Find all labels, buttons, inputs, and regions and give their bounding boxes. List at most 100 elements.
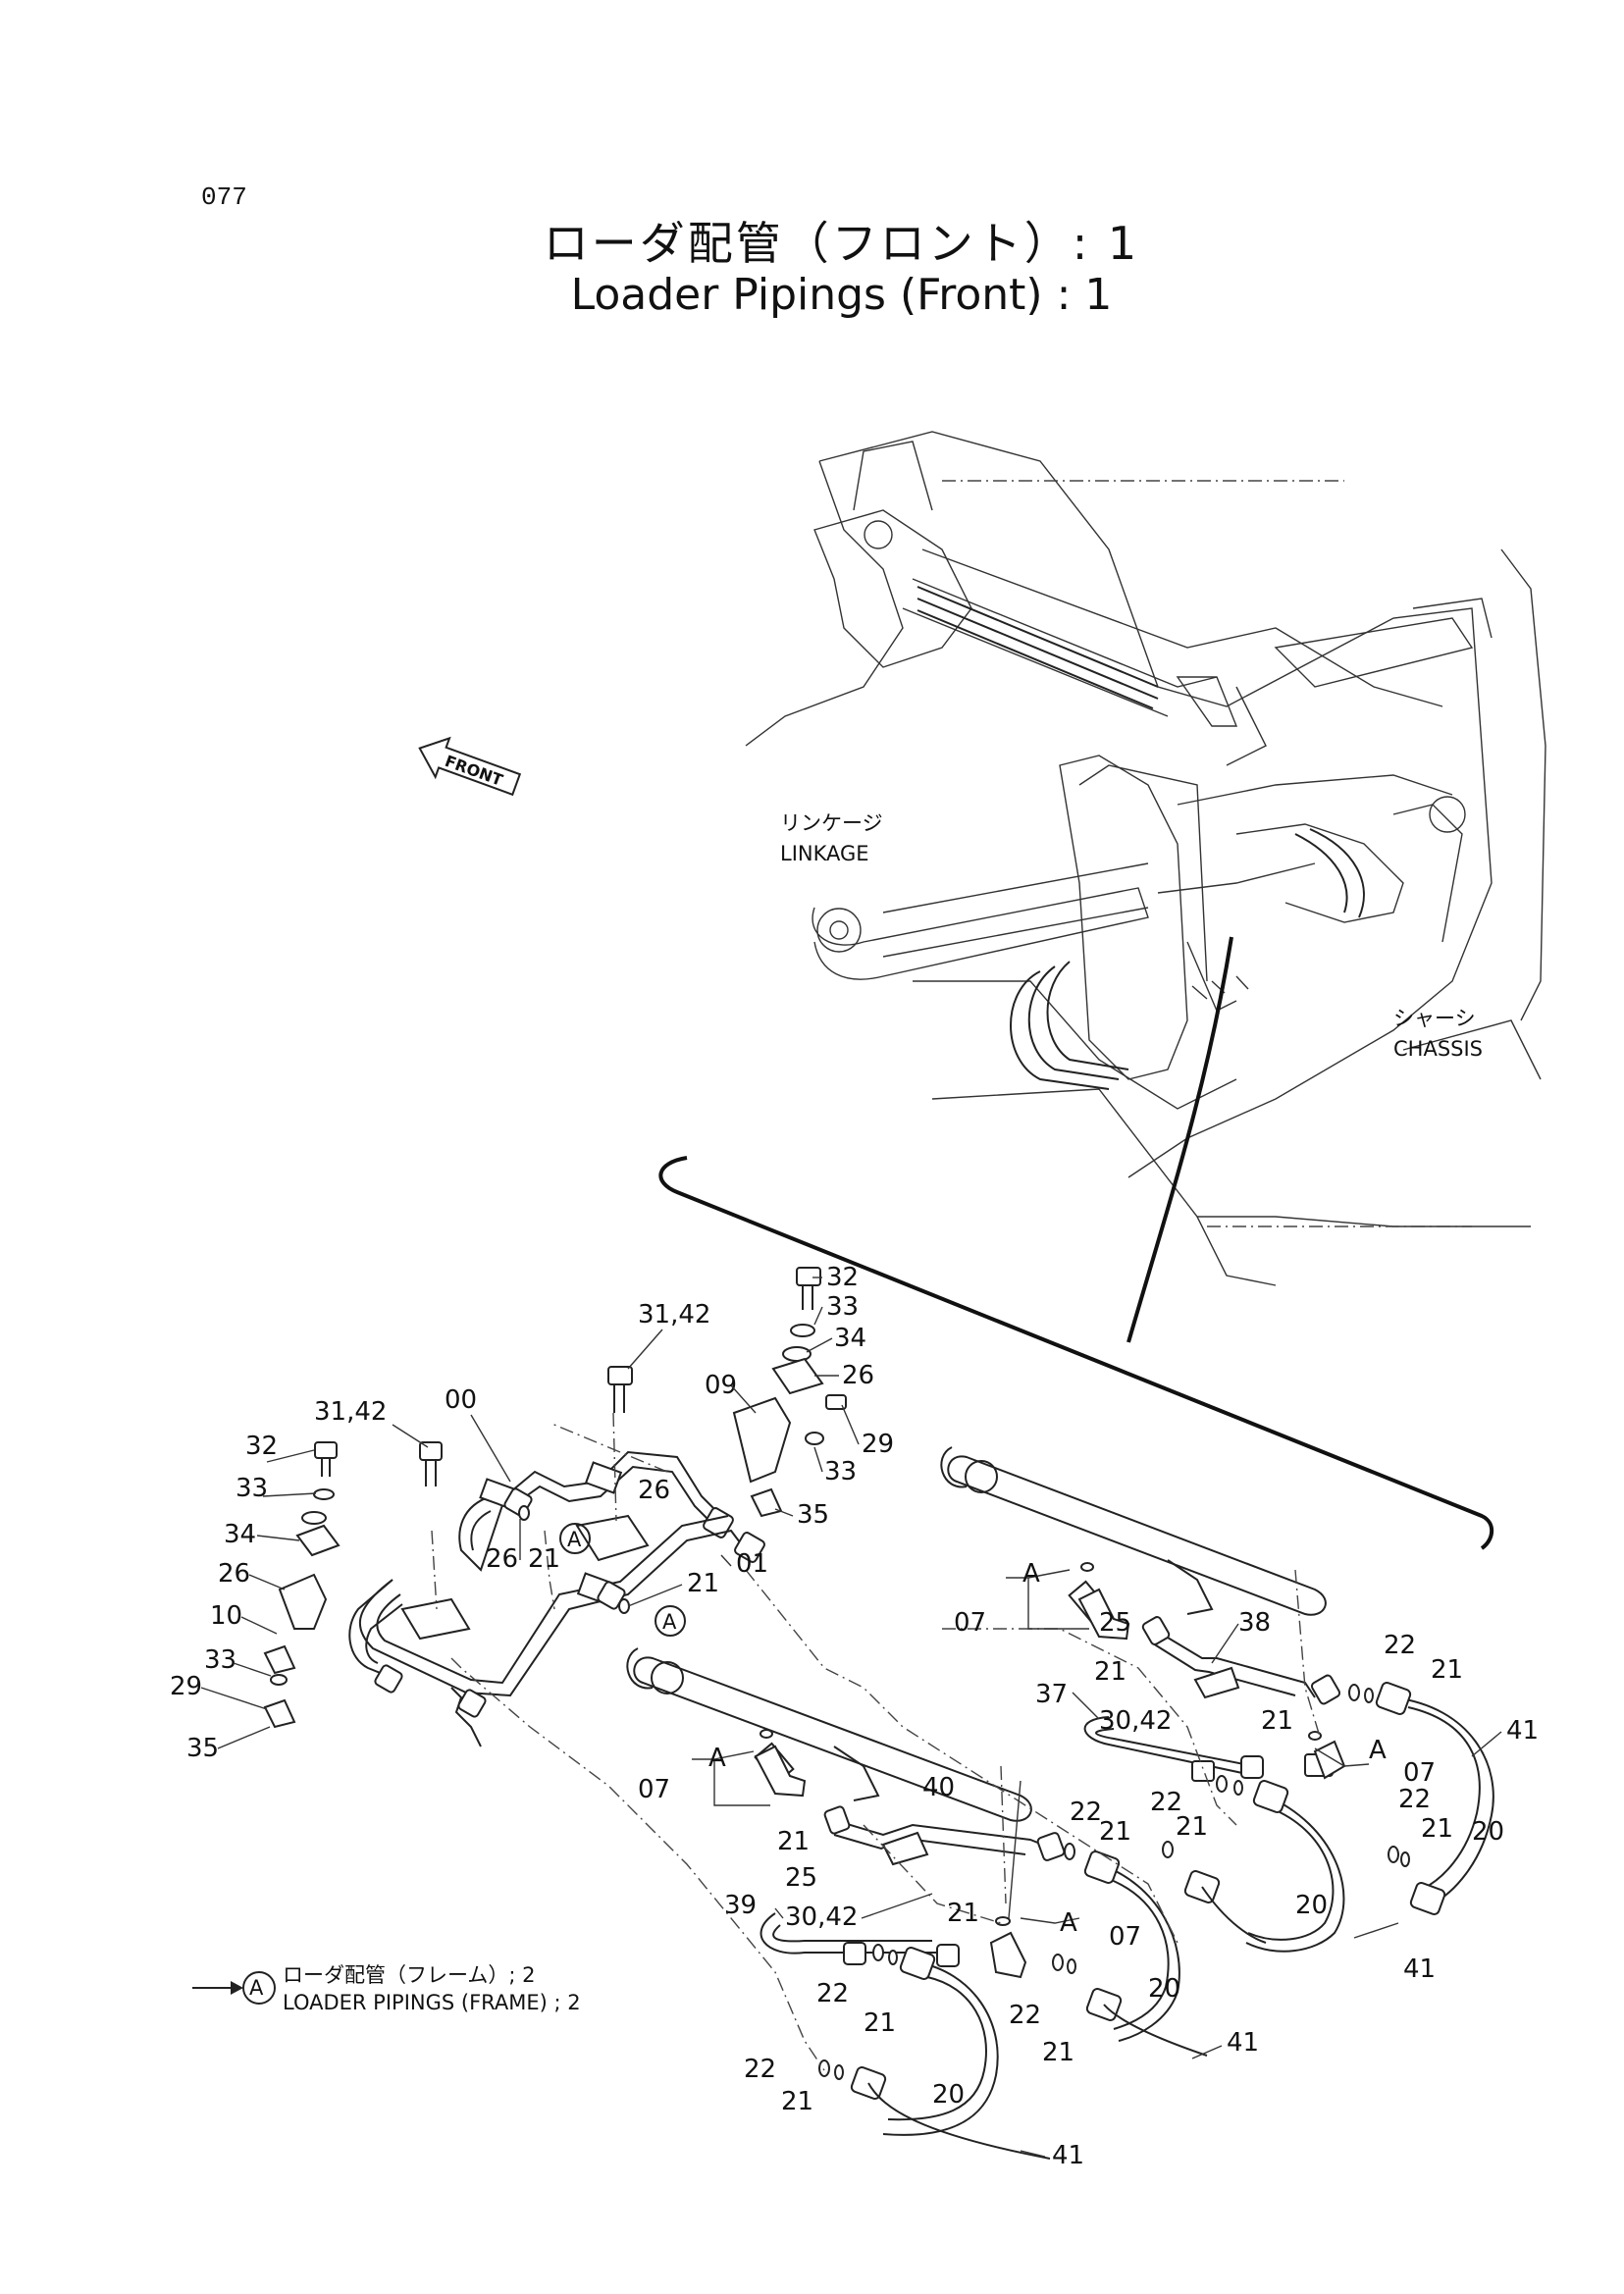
callout-30-42: 30,42 — [785, 1903, 858, 1932]
callout-21: 21 — [1261, 1706, 1293, 1736]
callout-07: 07 — [1109, 1922, 1141, 1952]
chassis-label-japanese: シャーシ — [1393, 1007, 1476, 1030]
callout-33: 33 — [824, 1457, 857, 1486]
reference-note-japanese: ローダ配管（フレーム）; 2 — [283, 1963, 535, 1987]
callout-26: 26 — [842, 1361, 874, 1390]
front-direction-arrow: FRONT — [418, 736, 522, 797]
page-number: 077 — [201, 182, 247, 212]
callout-10: 10 — [210, 1601, 242, 1631]
callout-20: 20 — [1295, 1891, 1328, 1920]
callout-21: 21 — [864, 2008, 896, 2038]
callout-09: 09 — [705, 1371, 737, 1400]
reference-marker-a-letter: A — [567, 1528, 582, 1551]
callout-07: 07 — [638, 1775, 670, 1804]
hose-41-left — [818, 1944, 1051, 2160]
callout-35: 35 — [186, 1734, 219, 1763]
callout-22: 22 — [816, 1979, 849, 2008]
callout-21: 21 — [1421, 1814, 1453, 1844]
callout-21: 21 — [1431, 1655, 1463, 1685]
callout-22: 22 — [1070, 1798, 1102, 1827]
callout-39: 39 — [724, 1891, 757, 1920]
callout-21: 21 — [947, 1899, 979, 1928]
hose-41-right — [1348, 1682, 1494, 1915]
callout-07: 07 — [954, 1608, 986, 1638]
cylinder-left — [626, 1647, 1032, 1822]
callout-21: 21 — [1094, 1657, 1126, 1687]
callout-30-42: 30,42 — [1099, 1706, 1172, 1736]
callout-21: 21 — [1176, 1812, 1208, 1842]
callout-33: 33 — [826, 1292, 859, 1322]
pipe-assembly-00-01 — [348, 1412, 765, 1747]
callout-21: 21 — [1099, 1817, 1131, 1847]
callout-29: 29 — [170, 1672, 202, 1701]
callout-38: 38 — [1238, 1608, 1271, 1638]
callout-a: A — [708, 1744, 726, 1773]
callout-26: 26 — [486, 1544, 518, 1574]
reference-marker-a — [559, 1523, 686, 1637]
callout-31-42: 31,42 — [314, 1397, 387, 1427]
callout-21: 21 — [528, 1544, 560, 1574]
callout-33: 33 — [204, 1645, 236, 1675]
callout-a: A — [1060, 1908, 1077, 1938]
page-title-japanese: ローダ配管（フロント）: 1 — [543, 217, 1140, 270]
callout-22: 22 — [1009, 2001, 1041, 2030]
reference-note-marker — [192, 1971, 276, 2005]
callout-a: A — [1022, 1559, 1040, 1589]
callout-40: 40 — [922, 1773, 955, 1802]
linkage-label-japanese: リンケージ — [780, 811, 883, 835]
callout-41: 41 — [1052, 2141, 1084, 2170]
detail-leader-curve — [1126, 936, 1233, 1343]
machine-overview-illustration — [745, 431, 1546, 1286]
callout-35: 35 — [797, 1500, 829, 1530]
chassis-label-english: CHASSIS — [1393, 1037, 1483, 1061]
leader-lines — [450, 1569, 1370, 2071]
callout-07: 07 — [1403, 1758, 1436, 1788]
callout-21: 21 — [781, 2087, 813, 2116]
reference-marker-a-letter: A — [662, 1610, 677, 1634]
callout-leaders — [200, 1277, 1502, 2158]
callout-41: 41 — [1403, 1955, 1436, 1984]
callout-21: 21 — [687, 1569, 719, 1598]
callout-22: 22 — [1384, 1631, 1416, 1660]
callout-00: 00 — [445, 1385, 477, 1415]
callout-20: 20 — [1148, 1974, 1180, 2004]
bolt-stack-center-top — [419, 1366, 633, 1486]
elbow-fittings-07 — [754, 1588, 1346, 1979]
clamp-assembly-09 — [732, 1267, 847, 1518]
bolt-stack-left — [263, 1441, 341, 1729]
callout-22: 22 — [744, 2055, 776, 2084]
callout-26: 26 — [218, 1559, 250, 1589]
callout-01: 01 — [736, 1549, 768, 1579]
callout-41: 41 — [1227, 2028, 1259, 2058]
callout-34: 34 — [224, 1520, 256, 1549]
callout-25: 25 — [1099, 1608, 1131, 1638]
callout-31-42: 31,42 — [638, 1300, 710, 1329]
callout-26: 26 — [638, 1476, 670, 1505]
reference-note-marker-letter: A — [249, 1976, 264, 2000]
callout-25: 25 — [785, 1863, 817, 1893]
pipe-40 — [823, 1805, 1066, 1866]
callout-21: 21 — [777, 1827, 810, 1856]
callout-labels: 32 33 34 26 09 29 33 35 31,42 31,42 00 2… — [170, 1263, 1539, 2170]
callout-22: 22 — [1150, 1788, 1182, 1817]
detail-boundary-curve — [658, 1156, 1494, 1550]
callout-32: 32 — [245, 1432, 278, 1461]
page-title-english: Loader Pipings (Front) : 1 — [570, 270, 1113, 320]
callout-34: 34 — [834, 1324, 866, 1353]
pipe-38 — [1141, 1616, 1341, 1705]
callout-22: 22 — [1398, 1785, 1431, 1814]
reference-note-english: LOADER PIPINGS (FRAME) ; 2 — [283, 1991, 581, 2014]
callout-32: 32 — [826, 1263, 859, 1292]
callout-33: 33 — [236, 1474, 268, 1503]
callout-29: 29 — [862, 1430, 894, 1459]
callout-37: 37 — [1035, 1680, 1068, 1709]
hose-41-center-right — [1162, 1775, 1345, 1953]
callout-20: 20 — [932, 2080, 965, 2110]
callout-21: 21 — [1042, 2038, 1074, 2067]
pipe-39 — [760, 1912, 960, 1967]
callout-20: 20 — [1472, 1817, 1504, 1847]
callout-41: 41 — [1506, 1716, 1539, 1746]
callout-a: A — [1369, 1736, 1387, 1765]
linkage-label-english: LINKAGE — [780, 842, 869, 865]
